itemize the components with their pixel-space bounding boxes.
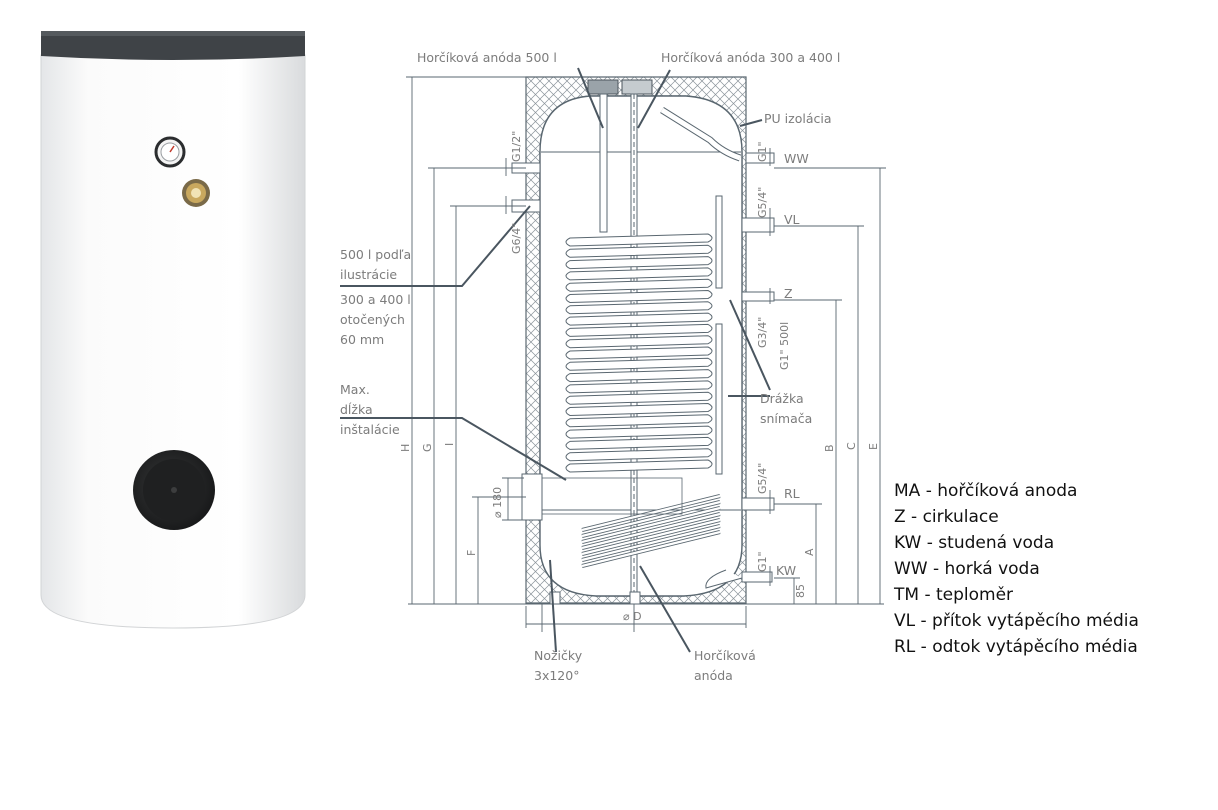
dim-c: C <box>845 442 858 450</box>
sensor-groove-lower <box>715 323 723 475</box>
max-length-line1: Max. <box>340 382 370 397</box>
label-vl: VL <box>784 212 800 227</box>
max-length-line2: dĺžka <box>340 402 373 417</box>
lower-coil-turn <box>581 500 721 538</box>
boiler-photo <box>40 31 306 629</box>
lower-coil-turn <box>581 512 721 550</box>
thermometer-icon <box>154 136 186 168</box>
dim-b: B <box>823 444 836 452</box>
coil-turn <box>565 369 713 383</box>
thread-g5-4-bottom: G5/4" <box>756 463 769 494</box>
coil-turn <box>565 335 713 349</box>
note-300-line2: otočených <box>340 312 405 327</box>
top-anode-fitting-2 <box>621 79 653 95</box>
label-rl: RL <box>784 486 800 501</box>
coil-turn <box>565 436 713 450</box>
coil-turn <box>565 278 713 292</box>
heating-coil <box>565 233 713 473</box>
dim-h: H <box>399 444 412 452</box>
thread-g1-500: G1" 500l <box>778 322 791 370</box>
flange-cover-icon <box>133 450 215 530</box>
coil-turn <box>565 301 713 315</box>
tank-body <box>40 54 306 629</box>
dim-i: I <box>443 443 456 446</box>
coil-turn <box>565 425 713 439</box>
thread-g1-top: G1" <box>756 141 769 162</box>
note-500-line2: ilustrácie <box>340 267 397 282</box>
coil-turn <box>565 448 713 462</box>
legend-item-z: Z - cirkulace <box>894 507 999 527</box>
dim-85: 85 <box>794 584 807 598</box>
dim-a: A <box>803 548 816 556</box>
label-z: Z <box>784 286 793 301</box>
label-kw: KW <box>776 563 796 578</box>
note-500-line1: 500 l podľa <box>340 247 411 262</box>
note-300-line1: 300 a 400 l <box>340 292 411 307</box>
lower-coil-turn <box>581 518 721 556</box>
legend-item-kw: KW - studená voda <box>894 533 1055 553</box>
thread-g6-4: G6/4" <box>510 223 523 254</box>
coil-turn <box>565 244 713 258</box>
lower-coil-turn <box>581 530 721 568</box>
coil-turn <box>565 357 713 371</box>
dim-g: G <box>421 443 434 452</box>
tank-lid <box>41 31 305 60</box>
lower-coil-turn <box>581 494 721 532</box>
coil-turn <box>565 346 713 360</box>
lower-coil <box>581 494 721 568</box>
sensor-groove-line2: snímača <box>760 411 812 426</box>
legend-item-rl: RL - odtok vytápěcího média <box>894 637 1138 657</box>
coil-turn <box>565 289 713 304</box>
legend: MA - hořčíková anoda Z - cirkulace KW - … <box>894 478 1139 660</box>
feet-line1: Nožičky <box>534 648 583 663</box>
thread-g1-2: G1/2" <box>510 131 523 162</box>
max-length-line3: inštalácie <box>340 422 400 437</box>
label-anode-300-400: Horčíková anóda 300 a 400 l <box>661 50 840 65</box>
coil-turn <box>565 459 713 473</box>
thread-g1-bottom: G1" <box>756 551 769 572</box>
bottom-anode-line2: anóda <box>694 668 733 683</box>
dim-f: F <box>465 550 478 556</box>
legend-item-ma: MA - hořčíková anoda <box>894 481 1078 501</box>
note-300-line3: 60 mm <box>340 332 384 347</box>
legend-item-vl: VL - přítok vytápěcího média <box>894 611 1139 631</box>
bottom-anode-line1: Horčíková <box>694 648 756 663</box>
thread-g3-4: G3/4" <box>756 317 769 348</box>
coil-turn <box>565 380 713 394</box>
thread-g5-4-top: G5/4" <box>756 187 769 218</box>
cold-water-elbow <box>705 569 743 589</box>
feet-line2: 3x120° <box>534 668 579 683</box>
dim-e: E <box>867 443 880 450</box>
coil-turn <box>565 414 713 428</box>
foot <box>629 591 641 605</box>
sensor-groove-upper <box>715 195 723 289</box>
dimension-lines <box>406 76 886 632</box>
leader-lines <box>340 67 771 653</box>
coil-turn <box>565 233 713 247</box>
coil-turn <box>565 267 713 281</box>
coil-turn <box>565 312 713 326</box>
coil-turn <box>565 402 713 417</box>
label-anode-500: Horčíková anóda 500 l <box>417 50 557 65</box>
sensor-port-icon <box>182 179 210 207</box>
coil-turn <box>565 391 713 405</box>
coil-turn <box>565 256 713 270</box>
legend-item-ww: WW - horká voda <box>894 559 1040 579</box>
label-diameter-d: ⌀ D <box>623 610 642 623</box>
lower-coil-turn <box>581 506 721 544</box>
label-diameter-180: ⌀ 180 <box>491 487 504 518</box>
legend-item-tm: TM - teploměr <box>894 585 1014 605</box>
lower-coil-turn <box>581 524 721 562</box>
sensor-groove-line1: Drážka <box>760 391 804 406</box>
top-anode-fitting <box>587 79 619 95</box>
label-pu-insulation: PU izolácia <box>764 111 831 126</box>
label-ww: WW <box>784 151 809 166</box>
coil-turn <box>565 323 713 337</box>
